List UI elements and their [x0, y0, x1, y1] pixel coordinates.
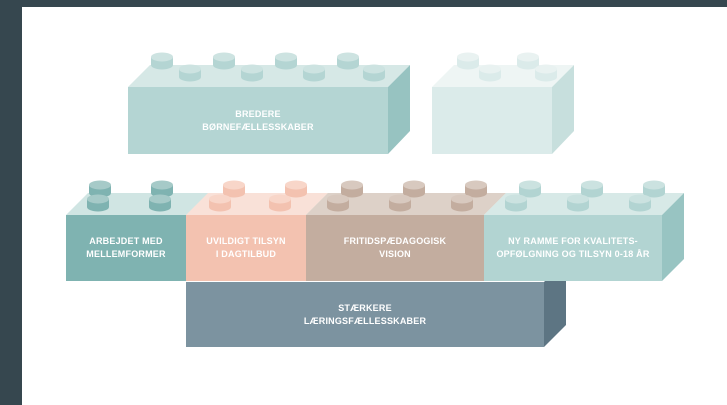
- brick-label-broader: BREDERE BØRNEFÆLLESSKABER: [128, 87, 388, 154]
- brick-label-line: ARBEJDET MED: [89, 236, 163, 246]
- brick-label-methods: ARBEJDET MED MELLEMFORMER: [66, 215, 186, 281]
- brick-label-line: LÆRINGSFÆLLESSKABER: [303, 315, 427, 326]
- brick-label-line: MELLEMFORMER: [86, 249, 166, 259]
- brick-drawing: [66, 52, 684, 347]
- brick-label-line: OPFØLGNING OG TILSYN 0-18 ÅR: [496, 249, 650, 259]
- brick-blank: [432, 52, 574, 154]
- brick-stronger: [186, 260, 566, 347]
- brick-framework: [484, 180, 665, 281]
- brick-label-line: VISION: [379, 249, 411, 259]
- brick-label-line: FRITIDSPÆDAGOGISK: [343, 236, 447, 246]
- brick-broader: [128, 52, 410, 154]
- lego-diagram: BREDERE BØRNEFÆLLESSKABER ARBEJDET MED M…: [22, 7, 727, 405]
- brick-label-leisure: FRITIDSPÆDAGOGISK VISION: [306, 215, 484, 281]
- brick-label-framework: NY RAMME FOR KVALITETS- OPFØLGNING OG TI…: [484, 215, 662, 281]
- brick-label-line: UVILDIGT TILSYN: [206, 236, 286, 246]
- brick-label-line: BØRNEFÆLLESSKABER: [202, 121, 314, 132]
- brick-label-stronger: STÆRKERE LÆRINGSFÆLLESSKABER: [186, 282, 544, 347]
- brick-label-supervision: UVILDIGT TILSYN I DAGTILBUD: [186, 215, 306, 281]
- brick-label-line: NY RAMME FOR KVALITETS-: [508, 236, 638, 246]
- brick-supervision: [186, 180, 307, 281]
- brick-label-line: BREDERE: [235, 108, 281, 119]
- brick-label-line: STÆRKERE: [338, 302, 392, 313]
- brick-label-line: I DAGTILBUD: [215, 249, 277, 259]
- brick-methods: [66, 180, 186, 281]
- brick-leisure: [306, 180, 487, 281]
